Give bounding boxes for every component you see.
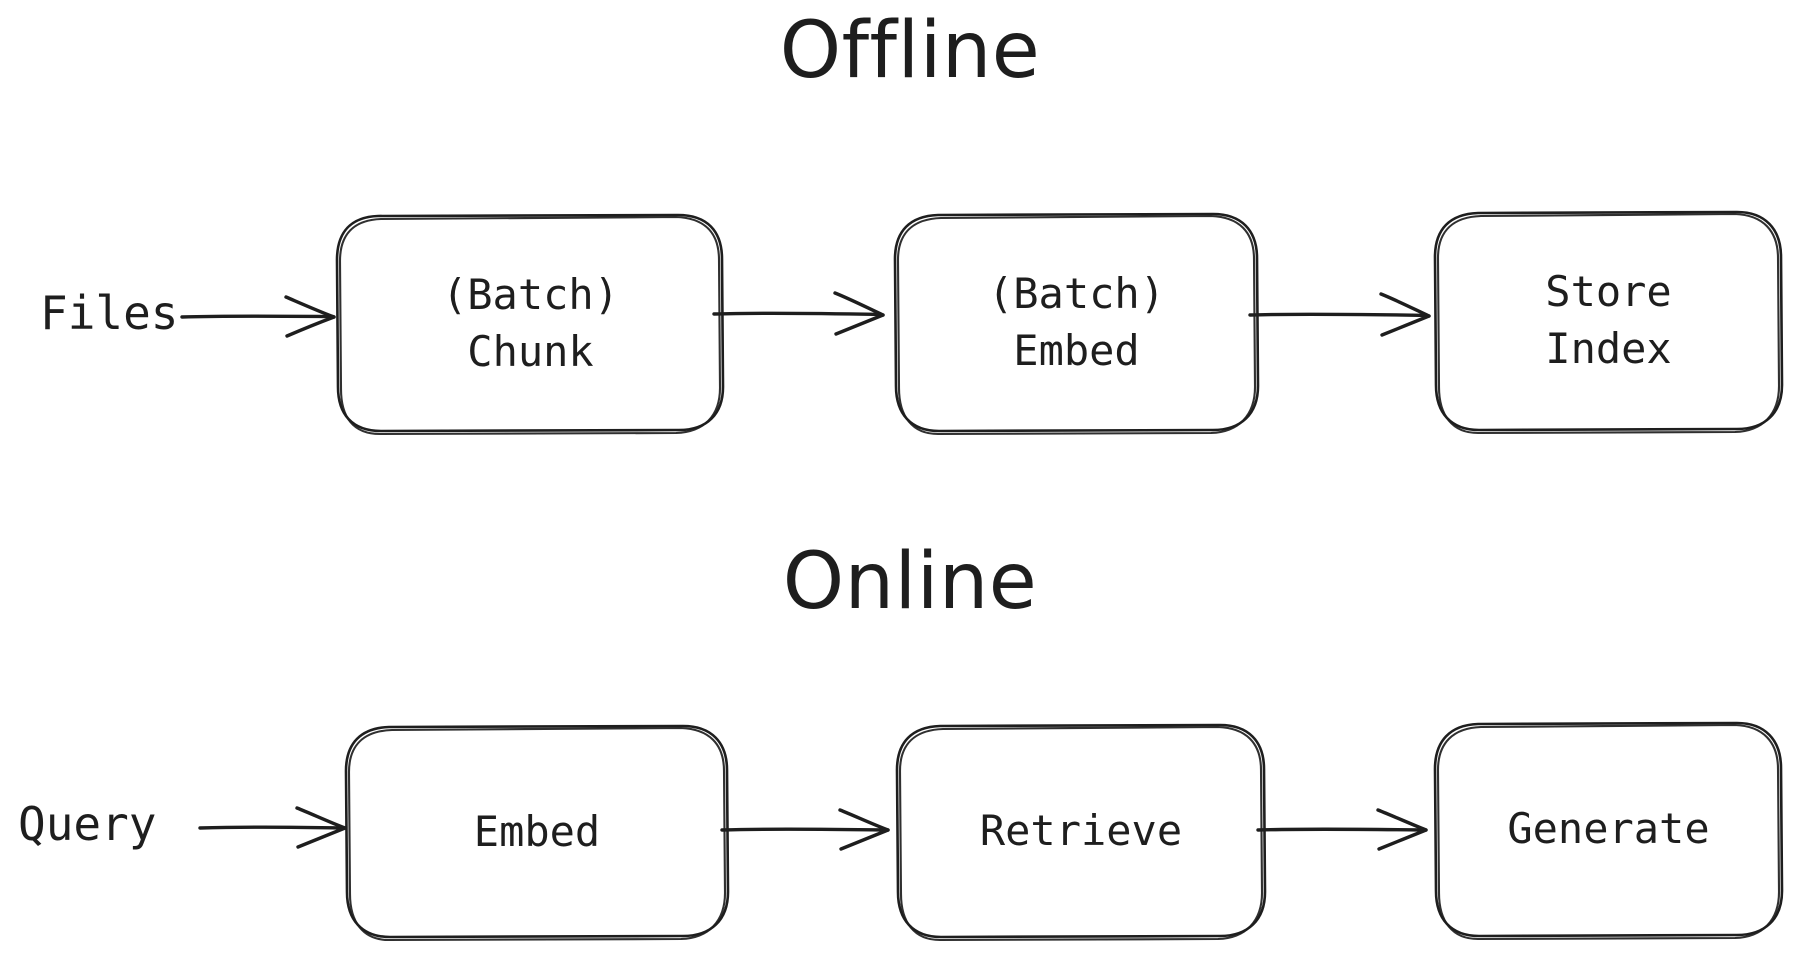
arrow-batch-embed-to-store-index bbox=[1248, 292, 1431, 337]
edge-label-query: Query bbox=[18, 797, 157, 851]
node-label-line: (Batch) bbox=[987, 268, 1165, 318]
node-label-line: Index bbox=[1545, 324, 1672, 373]
edge-label-files: Files bbox=[40, 286, 179, 340]
node-label-line: Embed bbox=[473, 806, 601, 856]
node-label-line: Chunk bbox=[467, 326, 594, 376]
node-label-batch-chunk: (Batch) Chunk bbox=[338, 216, 723, 431]
section-title-offline: Offline bbox=[779, 6, 1041, 96]
node-box-batch-chunk[interactable] bbox=[335, 213, 725, 436]
node-label-store-index: Store Index bbox=[1435, 213, 1782, 429]
node-label-batch-embed: (Batch) Embed bbox=[895, 215, 1258, 430]
arrow-query-to-embed bbox=[198, 806, 347, 849]
arrow-batch-chunk-to-batch-embed bbox=[712, 291, 885, 336]
arrow-files-to-batch-chunk bbox=[180, 295, 336, 338]
node-label-line: Embed bbox=[1013, 325, 1140, 375]
node-label-generate: Generate bbox=[1435, 724, 1782, 935]
arrow-embed-to-retrieve bbox=[720, 808, 890, 851]
node-label-line: (Batch) bbox=[441, 269, 619, 319]
node-label-line: Store bbox=[1545, 267, 1672, 317]
node-label-line: Generate bbox=[1507, 804, 1710, 854]
node-label-line: Retrieve bbox=[979, 805, 1183, 855]
node-box-embed[interactable] bbox=[344, 724, 730, 942]
node-box-batch-embed[interactable] bbox=[893, 212, 1260, 436]
section-title-online: Online bbox=[782, 537, 1038, 627]
node-label-retrieve: Retrieve bbox=[897, 726, 1265, 936]
node-box-store-index[interactable] bbox=[1433, 210, 1784, 435]
node-box-retrieve[interactable] bbox=[895, 723, 1267, 942]
node-box-generate[interactable] bbox=[1433, 721, 1784, 941]
arrow-retrieve-to-generate bbox=[1256, 808, 1428, 851]
node-label-embed: Embed bbox=[346, 727, 728, 937]
